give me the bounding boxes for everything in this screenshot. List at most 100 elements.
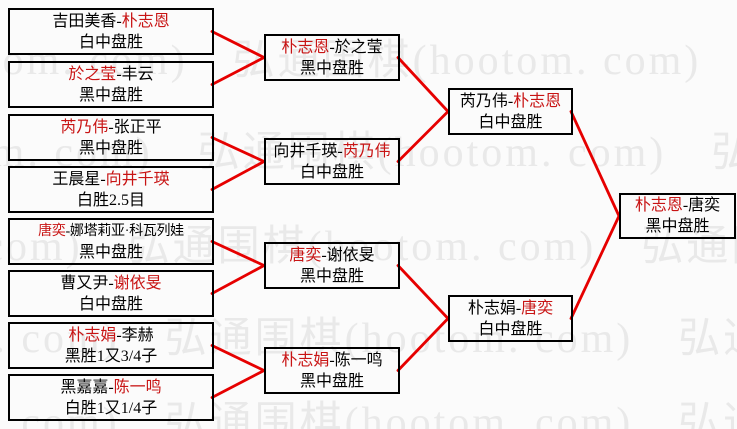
player-left: 朴志恩	[281, 38, 330, 56]
player-right: 谢依旻	[113, 274, 162, 292]
match-qf-1: 朴志恩-於之莹黑中盘胜	[264, 34, 400, 81]
match-players: 黑嘉嘉-陈一鸣	[60, 377, 161, 398]
player-right: 谢依旻	[326, 246, 375, 264]
player-left: 朴志恩	[634, 197, 683, 214]
vs-dash: -	[108, 274, 114, 292]
vs-dash: -	[100, 170, 106, 188]
match-sf-1: 芮乃伟-朴志恩白中盘胜	[448, 88, 573, 135]
match-result: 白中盘胜	[78, 33, 143, 51]
match-players: 朴志恩-於之莹	[281, 37, 382, 58]
player-right: 陈一鸣	[113, 378, 162, 396]
player-right: 芮乃伟	[342, 142, 391, 160]
match-qf-3: 唐奕-谢依旻黑中盘胜	[264, 242, 400, 289]
player-right: 娜塔莉亚·科瓦列娃	[69, 223, 184, 239]
player-left: 唐奕	[289, 246, 322, 264]
vs-dash: -	[116, 12, 122, 30]
player-left: 芮乃伟	[459, 92, 508, 110]
player-right: 朴志恩	[513, 92, 562, 110]
match-players: 唐奕-娜塔莉亚·科瓦列娃	[38, 221, 184, 242]
player-right: 於之莹	[334, 38, 383, 56]
connector-line	[210, 30, 266, 59]
player-right: 丰云	[121, 65, 154, 83]
vs-dash: -	[108, 118, 114, 136]
player-left: 曹又尹	[60, 274, 109, 292]
match-players: 王晨星-向井千瑛	[52, 169, 169, 190]
match-players: 向井千瑛-芮乃伟	[273, 141, 390, 162]
player-left: 朴志娟	[467, 299, 516, 317]
vs-dash: -	[329, 38, 335, 56]
match-result: 黑中盘胜	[78, 139, 143, 157]
player-right: 唐奕	[688, 197, 721, 214]
match-r16-3: 芮乃伟-张正平黑中盘胜	[8, 114, 214, 161]
match-result: 黑中盘胜	[299, 267, 364, 285]
player-right: 向井千瑛	[105, 170, 170, 188]
match-result: 白中盘胜	[78, 295, 143, 313]
match-sf-2: 朴志娟-唐奕白中盘胜	[448, 295, 573, 342]
match-players: 朴志娟-李赫	[68, 325, 153, 346]
match-players: 芮乃伟-张正平	[60, 117, 161, 138]
player-right: 唐奕	[521, 299, 554, 317]
match-result: 黑中盘胜	[645, 218, 710, 235]
match-r16-1: 吉田美香-朴志恩白中盘胜	[8, 8, 214, 55]
player-left: 於之莹	[68, 65, 117, 83]
vs-dash: -	[515, 299, 522, 317]
match-players: 曹又尹-谢依旻	[60, 273, 161, 294]
vs-dash: -	[65, 223, 71, 239]
match-r16-8: 黑嘉嘉-陈一鸣白胜1又1/4子	[8, 374, 214, 421]
match-r16-4: 王晨星-向井千瑛白胜2.5目	[8, 166, 214, 213]
match-result: 白胜2.5目	[76, 191, 145, 209]
player-left: 芮乃伟	[60, 118, 109, 136]
match-r16-6: 曹又尹-谢依旻白中盘胜	[8, 270, 214, 317]
match-players: 朴志娟-陈一鸣	[281, 350, 382, 371]
connector-line	[569, 214, 621, 320]
player-left: 吉田美香	[52, 12, 117, 30]
match-result: 白中盘胜	[299, 163, 364, 181]
connector-line	[396, 56, 450, 113]
match-players: 朴志恩-唐奕	[635, 195, 720, 216]
match-players: 朴志娟-唐奕	[468, 298, 553, 319]
connector-line	[210, 56, 266, 86]
connector-line	[210, 240, 266, 267]
match-result: 白中盘胜	[478, 320, 543, 338]
match-players: 於之莹-丰云	[68, 64, 153, 85]
connector-line	[396, 264, 450, 320]
match-result: 黑中盘胜	[299, 59, 364, 77]
connector-line	[210, 344, 266, 372]
player-right: 李赫	[121, 326, 154, 344]
player-right: 陈一鸣	[334, 351, 383, 369]
player-left: 王晨星	[52, 170, 101, 188]
match-r16-7: 朴志娟-李赫黑胜1又3/4子	[8, 322, 214, 369]
match-result: 白胜1又1/4子	[64, 399, 158, 417]
player-right: 张正平	[113, 118, 162, 136]
vs-dash: -	[116, 326, 122, 344]
match-r16-2: 於之莹-丰云黑中盘胜	[8, 61, 214, 108]
match-r16-5: 唐奕-娜塔莉亚·科瓦列娃黑中盘胜	[8, 218, 214, 265]
match-final: 朴志恩-唐奕黑中盘胜	[619, 193, 736, 239]
match-result: 黑胜1又3/4子	[64, 347, 158, 365]
match-players: 芮乃伟-朴志恩	[460, 91, 561, 112]
vs-dash: -	[329, 351, 335, 369]
player-left: 朴志娟	[68, 326, 117, 344]
connector-line	[210, 160, 266, 191]
player-left: 向井千瑛	[273, 142, 338, 160]
connector-line	[396, 317, 450, 372]
connector-line	[210, 136, 266, 163]
player-left: 唐奕	[38, 223, 66, 239]
match-players: 唐奕-谢依旻	[289, 245, 374, 266]
vs-dash: -	[507, 92, 514, 110]
player-right: 朴志恩	[121, 12, 170, 30]
match-qf-4: 朴志娟-陈一鸣黑中盘胜	[264, 347, 400, 394]
vs-dash: -	[116, 65, 122, 83]
connector-line	[210, 369, 266, 399]
vs-dash: -	[682, 197, 689, 214]
vs-dash: -	[108, 378, 114, 396]
player-left: 朴志娟	[281, 351, 330, 369]
match-result: 白中盘胜	[478, 113, 543, 131]
connector-line	[569, 110, 621, 218]
match-qf-2: 向井千瑛-芮乃伟白中盘胜	[264, 138, 400, 185]
connector-line	[210, 264, 266, 295]
player-left: 黑嘉嘉	[60, 378, 109, 396]
connector-line	[396, 110, 450, 163]
match-result: 黑中盘胜	[299, 372, 364, 390]
match-result: 黑中盘胜	[78, 243, 143, 261]
